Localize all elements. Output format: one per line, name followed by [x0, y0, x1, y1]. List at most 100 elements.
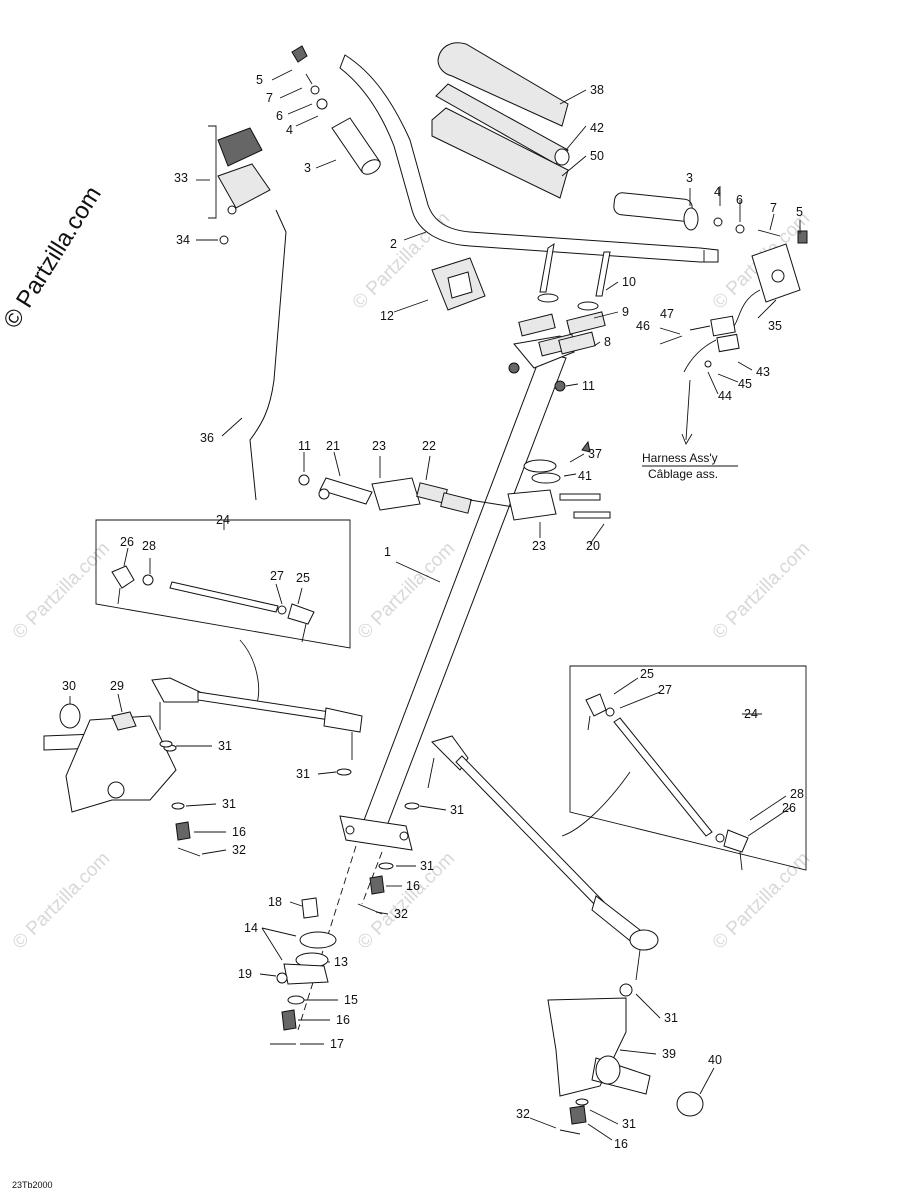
callout-31: 31	[218, 739, 232, 753]
callout-47: 47	[660, 307, 674, 321]
callout-9: 9	[622, 305, 629, 319]
callout-45: 45	[738, 377, 752, 391]
callout-50: 50	[590, 149, 604, 163]
callout-16: 16	[336, 1013, 350, 1027]
callout-20: 20	[586, 539, 600, 553]
callout-31: 31	[222, 797, 236, 811]
callout-32: 32	[516, 1107, 530, 1121]
callout-10: 10	[622, 275, 636, 289]
callout-30: 30	[62, 679, 76, 693]
callout-35: 35	[768, 319, 782, 333]
callout-5: 5	[796, 205, 803, 219]
callout-6: 6	[276, 109, 283, 123]
left-tie-rod	[151, 677, 363, 760]
callout-3: 3	[304, 161, 311, 175]
callout-16: 16	[406, 879, 420, 893]
callout-33: 33	[174, 171, 188, 185]
left-grip-assembly	[291, 45, 381, 175]
callout-5: 5	[256, 73, 263, 87]
callout-29: 29	[110, 679, 124, 693]
callout-11: 11	[582, 379, 595, 393]
callout-32: 32	[394, 907, 408, 921]
callout-26: 26	[120, 535, 134, 549]
callout-23: 23	[532, 539, 546, 553]
callout-38: 38	[590, 83, 604, 97]
column-clamps	[508, 242, 611, 392]
callout-27: 27	[270, 569, 284, 583]
callout-4: 4	[286, 123, 293, 137]
diagram-code: 23Tb2000	[12, 1180, 53, 1190]
callout-12: 12	[380, 309, 394, 323]
lower-bearing-group	[270, 845, 394, 1045]
callout-24: 24	[744, 707, 758, 721]
callout-16: 16	[232, 825, 246, 839]
callout-44: 44	[718, 389, 732, 403]
callout-7: 7	[266, 91, 273, 105]
callout-11: 11	[298, 439, 311, 453]
brand-label: © Partzilla.com	[0, 182, 107, 333]
svg-text:© Partzilla.com: © Partzilla.com	[9, 848, 114, 953]
callout-6: 6	[736, 193, 743, 207]
svg-text:© Partzilla.com: © Partzilla.com	[9, 538, 114, 643]
right-grip-assembly	[613, 192, 808, 244]
callout-1: 1	[384, 545, 391, 559]
callout-14: 14	[244, 921, 258, 935]
callout-32: 32	[232, 843, 246, 857]
right-spindle	[547, 997, 704, 1135]
callout-labels: 5 7 6 4 3 38 42 50 3 4 6 7 5 2 12 10 9 8…	[62, 73, 804, 1151]
callout-3: 3	[686, 171, 693, 185]
callout-34: 34	[176, 233, 190, 247]
callout-16: 16	[614, 1137, 628, 1151]
callout-46: 46	[636, 319, 650, 333]
callout-7: 7	[770, 201, 777, 215]
callout-41: 41	[578, 469, 592, 483]
callout-25: 25	[640, 667, 654, 681]
callout-23: 23	[372, 439, 386, 453]
handlebar-pads	[431, 42, 570, 199]
callout-25: 25	[296, 571, 310, 585]
callout-8: 8	[604, 335, 611, 349]
callout-28: 28	[142, 539, 156, 553]
crossbar-pad	[431, 257, 486, 311]
washers	[159, 740, 420, 810]
callout-37: 37	[588, 447, 602, 461]
callout-2: 2	[390, 237, 397, 251]
callout-4: 4	[714, 185, 721, 199]
harness-label-fr: Câblage ass.	[648, 467, 718, 481]
callout-39: 39	[662, 1047, 676, 1061]
left-spindle	[43, 703, 201, 857]
harness-label-en: Harness Ass'y	[642, 451, 718, 465]
steering-column	[339, 335, 575, 851]
callout-27: 27	[658, 683, 672, 697]
callout-31: 31	[420, 859, 434, 873]
callout-31: 31	[450, 803, 464, 817]
callout-19: 19	[238, 967, 252, 981]
callout-24: 24	[216, 513, 230, 527]
right-tie-rod	[427, 735, 659, 997]
callout-22: 22	[422, 439, 436, 453]
handlebar	[339, 54, 719, 263]
callout-31: 31	[664, 1011, 678, 1025]
callout-40: 40	[708, 1053, 722, 1067]
callout-31: 31	[622, 1117, 636, 1131]
callout-17: 17	[330, 1037, 344, 1051]
callout-31: 31	[296, 767, 310, 781]
callout-15: 15	[344, 993, 358, 1007]
throttle-housing	[208, 125, 271, 245]
callout-21: 21	[326, 439, 340, 453]
tie-rod-inset-left	[95, 519, 351, 707]
svg-text:© Partzilla.com: © Partzilla.com	[354, 848, 459, 953]
callout-43: 43	[756, 365, 770, 379]
svg-text:© Partzilla.com: © Partzilla.com	[709, 848, 814, 953]
callout-28: 28	[790, 787, 804, 801]
callout-26: 26	[782, 801, 796, 815]
callout-13: 13	[334, 955, 348, 969]
callout-42: 42	[590, 121, 604, 135]
switch-harness	[659, 243, 801, 446]
svg-text:© Partzilla.com: © Partzilla.com	[709, 538, 814, 643]
leader-lines	[69, 69, 801, 1141]
callout-36: 36	[200, 431, 214, 445]
callout-18: 18	[268, 895, 282, 909]
throttle-cable	[249, 209, 287, 501]
